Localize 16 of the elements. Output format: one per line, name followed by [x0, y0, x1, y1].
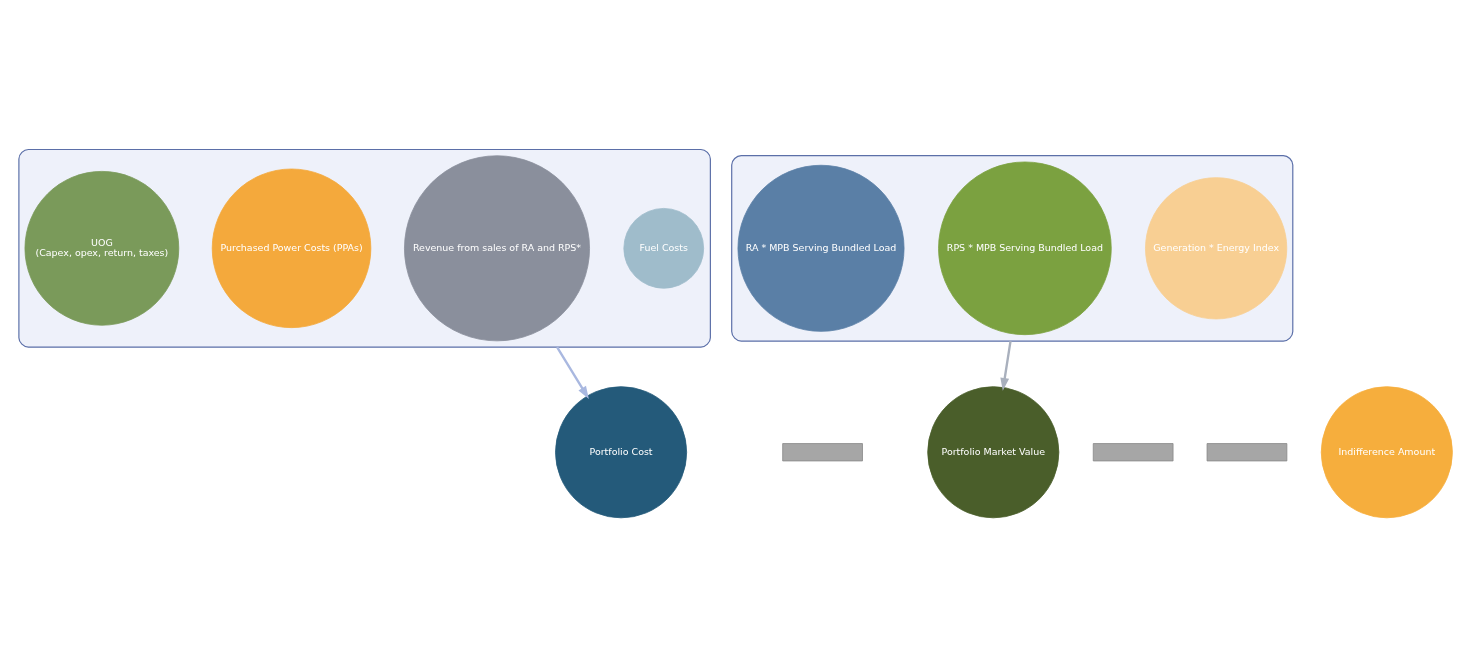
node-circle: Indifference Amount — [1320, 386, 1453, 519]
node-bar — [1092, 443, 1174, 462]
node-circle: UOG (Capex, opex, return, taxes) — [24, 171, 180, 326]
node-bar — [782, 443, 863, 462]
node-circle: Portfolio Market Value — [927, 386, 1060, 519]
node-circle: RA * MPB Serving Bundled Load — [737, 164, 905, 332]
node-circle: Fuel Costs — [623, 208, 705, 289]
node-circle: Revenue from sales of RA and RPS* — [404, 155, 590, 342]
node-circle: Generation * Energy Index — [1145, 177, 1288, 320]
node-bar — [1206, 443, 1288, 462]
arrow — [556, 346, 589, 399]
cluster — [731, 154, 1294, 342]
node-circle: RPS * MPB Serving Bundled Load — [938, 161, 1112, 336]
arrow — [1000, 340, 1012, 391]
cluster — [18, 148, 711, 348]
node-circle: Purchased Power Costs (PPAs) — [211, 168, 372, 329]
